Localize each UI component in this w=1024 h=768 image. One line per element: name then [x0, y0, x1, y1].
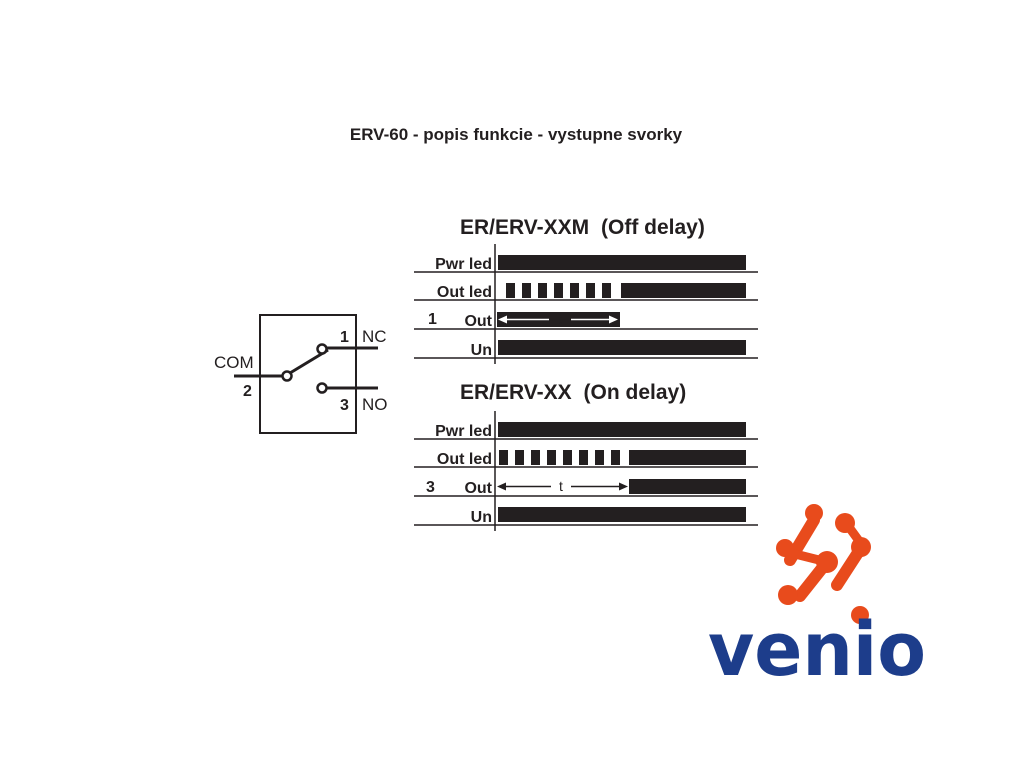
nc-contact-icon	[316, 343, 328, 355]
time-label: t	[558, 311, 562, 327]
row-label-un: Un	[471, 509, 492, 526]
timing-diagram-off-delay: ER/ERV-XXM (Off delay) Pwr led Out led O…	[414, 216, 758, 364]
blink-pulse	[506, 283, 515, 298]
no-contact-icon	[316, 382, 328, 394]
venio-mark-icon	[776, 504, 871, 624]
blink-pulse	[531, 450, 540, 465]
relay-housing	[259, 314, 357, 434]
blink-pulse	[595, 450, 604, 465]
diagram-title-main: ER/ERV-XX	[460, 381, 572, 404]
blink-pulse	[563, 450, 572, 465]
blink-pulse	[602, 283, 611, 298]
row-label-out-led: Out led	[437, 451, 492, 468]
diagram-title-mode: (Off delay)	[601, 216, 705, 239]
terminal-number: 1	[428, 311, 437, 328]
blink-pulse	[570, 283, 579, 298]
pwr-led-signal	[498, 422, 746, 437]
no-label: NO	[362, 395, 388, 414]
blink-pulse	[586, 283, 595, 298]
diagram-title-main: ER/ERV-XXM	[460, 216, 589, 239]
com-contact-icon	[281, 370, 293, 382]
blink-pulse	[547, 450, 556, 465]
row-label-pwr-led: Pwr led	[435, 423, 492, 440]
out-led-blink-signal	[506, 283, 746, 298]
com-label: COM	[214, 353, 254, 372]
out-led-steady	[621, 283, 746, 298]
time-interval-arrow: t	[498, 311, 618, 327]
time-label: t	[559, 478, 563, 494]
venio-logo: venio	[708, 504, 926, 693]
blink-pulse	[579, 450, 588, 465]
out-led-steady	[629, 450, 746, 465]
timing-diagram-on-delay: ER/ERV-XX (On delay) Pwr led Out led Out…	[414, 381, 758, 531]
blink-pulse	[522, 283, 531, 298]
no-terminal-number: 3	[340, 397, 349, 414]
row-label-un: Un	[471, 342, 492, 359]
row-label-out: Out	[464, 480, 492, 497]
row-label-out-led: Out led	[437, 284, 492, 301]
blink-pulse	[538, 283, 547, 298]
un-signal	[498, 507, 746, 522]
out-signal	[497, 312, 620, 327]
un-signal	[498, 340, 746, 355]
time-interval-arrow: t	[497, 478, 628, 494]
venio-wordmark: venio	[708, 607, 926, 693]
pwr-led-signal	[498, 255, 746, 270]
com-terminal-number: 2	[243, 383, 252, 400]
blink-pulse	[611, 450, 620, 465]
nc-label: NC	[362, 327, 387, 346]
blink-pulse	[515, 450, 524, 465]
out-signal	[629, 479, 746, 494]
relay-schematic: COM 2 1 NC 3 NO	[214, 314, 388, 434]
blink-pulse	[499, 450, 508, 465]
page-title: ERV-60 - popis funkcie - vystupne svorky	[350, 125, 683, 144]
diagram-title-mode: (On delay)	[584, 381, 687, 404]
out-led-blink-signal	[499, 450, 746, 465]
terminal-number: 3	[426, 479, 435, 496]
row-label-out: Out	[464, 313, 492, 330]
row-label-pwr-led: Pwr led	[435, 256, 492, 273]
diagram-title: ER/ERV-XXM (Off delay)	[460, 216, 705, 239]
nc-terminal-number: 1	[340, 329, 349, 346]
diagram-title: ER/ERV-XX (On delay)	[460, 381, 686, 404]
blink-pulse	[554, 283, 563, 298]
